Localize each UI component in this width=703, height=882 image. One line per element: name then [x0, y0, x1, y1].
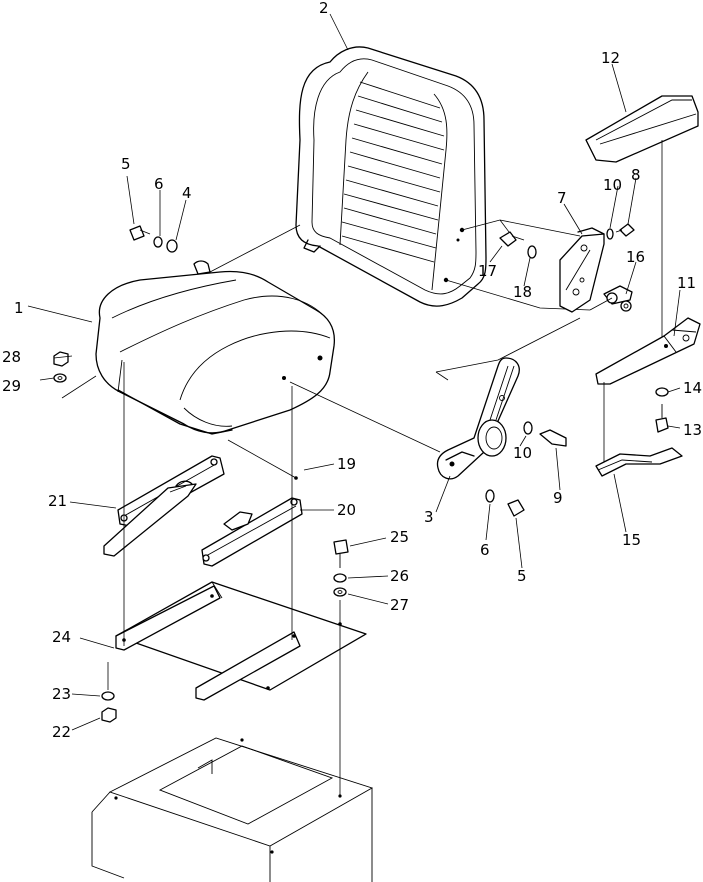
- hardware-bolt-9: [539, 429, 567, 447]
- callout-2: 2: [319, 0, 329, 17]
- callout-28: 28: [2, 348, 21, 366]
- callout-3: 3: [424, 508, 434, 526]
- hardware-washer-29: [53, 373, 67, 383]
- callout-25: 25: [390, 528, 409, 546]
- callout-8: 8: [631, 166, 641, 184]
- hardware-washer-10-top: [606, 228, 614, 240]
- callout-26: 26: [390, 567, 409, 585]
- release-lever: [595, 447, 683, 477]
- hardware-bolt-5-bottom: [507, 499, 525, 517]
- hardware-nut-28: [53, 351, 69, 367]
- hardware-washer-14: [655, 387, 669, 397]
- hardware-screw-19: [294, 476, 298, 480]
- hardware-washer-18: [527, 245, 537, 259]
- callout-17: 17: [478, 262, 497, 280]
- seat-base-frame: [91, 737, 374, 882]
- callout-15: 15: [622, 531, 641, 549]
- callout-21: 21: [48, 492, 67, 510]
- hardware-bolt-8: [615, 223, 635, 237]
- hardware-washer-6-top: [153, 236, 163, 248]
- hardware-bolt-13: [655, 404, 669, 433]
- callout-29: 29: [2, 377, 21, 395]
- hardware-bolt-5-top: [129, 225, 151, 241]
- callout-10-top: 10: [603, 176, 622, 194]
- callout-5-bottom: 5: [517, 567, 527, 585]
- callout-6-bottom: 6: [480, 541, 490, 559]
- armrest: [585, 95, 699, 340]
- callout-7: 7: [557, 189, 567, 207]
- callout-5-top: 5: [121, 155, 131, 173]
- callout-10-mid: 10: [513, 444, 532, 462]
- seat-mount-plate: [115, 581, 367, 701]
- hardware-spacer-4: [166, 239, 178, 253]
- hardware-washer-26: [333, 573, 347, 583]
- hardware-nut-22: [101, 707, 117, 723]
- callout-9: 9: [553, 489, 563, 507]
- callout-19: 19: [337, 455, 356, 473]
- callout-leader-lines: [27, 13, 681, 731]
- callout-4: 4: [182, 184, 192, 202]
- seat-cushion: [95, 260, 336, 435]
- callout-14: 14: [683, 379, 702, 397]
- callout-6-top: 6: [154, 175, 164, 193]
- callout-18: 18: [513, 283, 532, 301]
- callout-20: 20: [337, 501, 356, 519]
- callout-13: 13: [683, 421, 702, 439]
- callout-22: 22: [52, 723, 71, 741]
- hardware-washer-10-mid: [523, 421, 533, 435]
- hardware-washer-27: [333, 587, 347, 597]
- backrest: [295, 46, 487, 307]
- assembly-lines-vertical: [107, 362, 441, 796]
- hardware-washer-6-bottom: [485, 489, 495, 503]
- hardware-washer-23: [101, 691, 115, 701]
- callout-23: 23: [52, 685, 71, 703]
- armrest-bracket: [559, 227, 633, 313]
- callout-27: 27: [390, 596, 409, 614]
- callout-24: 24: [52, 628, 71, 646]
- callout-16: 16: [626, 248, 645, 266]
- hardware-bolt-17: [499, 231, 525, 247]
- callout-11: 11: [677, 274, 696, 292]
- callout-numbers: 2 12 5 6 4 7 10 8 17 18 16 11 1 28 29 14…: [2, 0, 702, 741]
- callout-1: 1: [14, 299, 24, 317]
- backrest-pleats: [341, 81, 445, 263]
- slide-rail-right: [201, 497, 303, 567]
- slide-rail-left: [103, 455, 225, 557]
- callout-12: 12: [601, 49, 620, 67]
- recline-bracket: [435, 317, 581, 480]
- hardware-bolt-25: [333, 539, 349, 568]
